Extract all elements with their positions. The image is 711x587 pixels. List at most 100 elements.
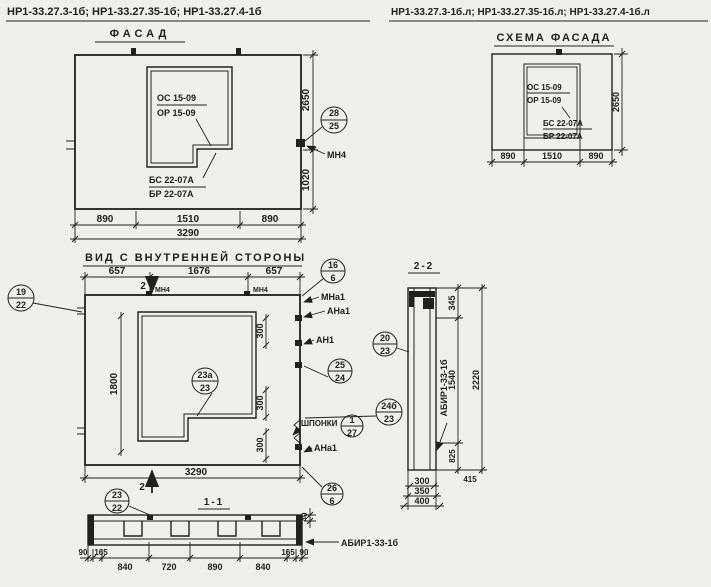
scheme-window-label-os: ОС 15-09: [527, 83, 562, 92]
dim-1800: 1800: [109, 372, 120, 395]
dim-345: 345: [447, 295, 457, 310]
scheme-dim-1510: 1510: [542, 151, 562, 161]
facade-title: ФАСАД: [110, 28, 171, 40]
callout-20-sheet: 23: [380, 346, 390, 356]
callout-1-27-circle: [340, 414, 364, 438]
mn4-anchor-mark: [296, 139, 305, 147]
dim-1676: 1676: [188, 266, 211, 277]
section1-strip-outline: [87, 514, 303, 546]
section1-end-plate-right: [296, 515, 302, 545]
section-top-channel-leg: [409, 297, 414, 307]
dim-300-width: 300: [414, 476, 429, 486]
callout-24b-23-circle: [375, 398, 403, 426]
panel-codes-left: НР1-33.27.3-1б; НР1-33.27.35-1б; НР1-33.…: [7, 6, 262, 18]
section2-leader-lines: [373, 343, 410, 353]
scheme-dim-2650: 2650: [611, 92, 621, 112]
dim-1510: 1510: [177, 214, 200, 225]
dim-720: 720: [161, 562, 176, 572]
callout-27: 27: [347, 428, 357, 438]
scheme-opening-outline: [523, 63, 581, 139]
callout-16-sheet: 6: [330, 273, 335, 283]
facade-scheme-view: ОС 15-09 ОР 15-09 БС 22-07А БР 22-07А 89…: [487, 48, 628, 167]
scheme-panel-outline: [491, 53, 613, 151]
callout-16-6-circle: [320, 258, 346, 284]
headers: НР1-33.27.3-1б; НР1-33.27.35-1б; НР1-33.…: [6, 6, 708, 510]
keys-leader-arrow: [292, 426, 302, 436]
callout-1: 1: [349, 415, 354, 425]
abir-leader-arrow-vertical: [436, 422, 448, 451]
ana1-leader-arrow: [303, 310, 326, 319]
dim-400-width: 400: [414, 496, 429, 506]
dim-657-right: 657: [266, 266, 283, 277]
dim-350-width: 350: [414, 486, 429, 496]
callout-20: 20: [380, 333, 390, 343]
inner-opening-inner-line: [141, 315, 253, 438]
scheme-title: СХЕМА ФАСАДА: [497, 32, 612, 44]
callout-19: 19: [16, 287, 26, 297]
callout-22: 22: [16, 300, 26, 310]
facade-panel-outline: [74, 54, 302, 210]
section1-anchor-right: [245, 515, 251, 520]
mn4-label-left: МН4: [155, 287, 170, 294]
dim-2650-height: 2650: [301, 88, 312, 111]
dim-1020-lower: 1020: [301, 168, 312, 191]
lifting-loop-right: [236, 48, 241, 55]
callout-26: 26: [327, 483, 337, 493]
callout-23a-23-circle: [191, 367, 219, 395]
section-strip-outline: [407, 287, 437, 471]
ana1-label: АНа1: [327, 306, 350, 316]
section1-rib-channels: [123, 521, 281, 537]
mna1-leader-arrow: [303, 296, 320, 303]
inner-dimension-lines: [77, 272, 305, 483]
dim-165-right: 165: [281, 548, 295, 557]
anchor-mark-top-right: [244, 291, 250, 296]
callout-28-25-circle: [320, 106, 348, 134]
ana1-lower-leader-arrow: [303, 445, 313, 453]
facade-opening-inner-line: [150, 70, 229, 164]
callout-20-23-circle: [372, 331, 398, 357]
callout-26-sheet: 6: [329, 496, 334, 506]
scheme-sill-label-br: БР 22-07А: [543, 132, 583, 141]
an1-leader-arrow: [303, 337, 315, 345]
callout-26-6-circle: [320, 482, 344, 506]
callout-16: 16: [328, 260, 338, 270]
dim-890-right: 890: [262, 214, 279, 225]
dim-300-c: 300: [255, 437, 265, 452]
anchor-mark-right-4: [295, 444, 302, 450]
sill-label-bs: БС 22-07А: [149, 175, 194, 185]
callout-23-22-circle: [104, 488, 130, 514]
window-label-or: ОР 15-09: [157, 108, 196, 118]
section-2-2: 2-2 20 23 АБИР1-33-1б 345 1540 825 2220 …: [372, 261, 487, 510]
dim-3290-total: 3290: [177, 228, 200, 239]
mn4-label-right: МН4: [253, 287, 268, 294]
sill-label-br: БР 22-07А: [149, 189, 194, 199]
callout-28: 28: [329, 108, 339, 118]
scheme-sill-label-bs: БС 22-07А: [543, 119, 583, 128]
section1-end-plate-left: [88, 515, 94, 545]
scheme-dim-890-right: 890: [588, 151, 603, 161]
callout-23b: 23: [112, 490, 122, 500]
dim-657-left: 657: [109, 266, 126, 277]
callout-24: 24: [335, 373, 345, 383]
anchor-mark-right-2: [295, 340, 302, 346]
inner-view-title: ВИД С ВНУТРЕННЕЙ СТОРОНЫ: [85, 251, 306, 264]
dim-90-left: 90: [79, 548, 88, 557]
anchor-mark-right-3: [295, 362, 302, 368]
panel-codes-right: НР1-33.27.3-1б.л; НР1-33.27.35-1б.л; НР1…: [391, 6, 650, 18]
callout-23a-sheet: 23: [200, 383, 210, 393]
facade-opening-outline: [146, 66, 233, 168]
anchor-mark-right-1: [295, 315, 302, 321]
lifting-loop-left: [131, 48, 136, 55]
callout-25: 25: [329, 121, 339, 131]
dim-90-right: 90: [300, 548, 309, 557]
section2-dimension-ticks: [400, 284, 486, 510]
section-anchor-block: [423, 298, 434, 309]
dim-40: 40: [300, 512, 309, 521]
callout-22b: 22: [112, 503, 122, 513]
scheme-dim-890-left: 890: [500, 151, 515, 161]
callout-24b: 24б: [381, 401, 397, 411]
dim-2220: 2220: [471, 370, 481, 390]
facade-leader-lines: [149, 104, 347, 188]
keys-label: ШПОНКИ: [301, 419, 338, 428]
